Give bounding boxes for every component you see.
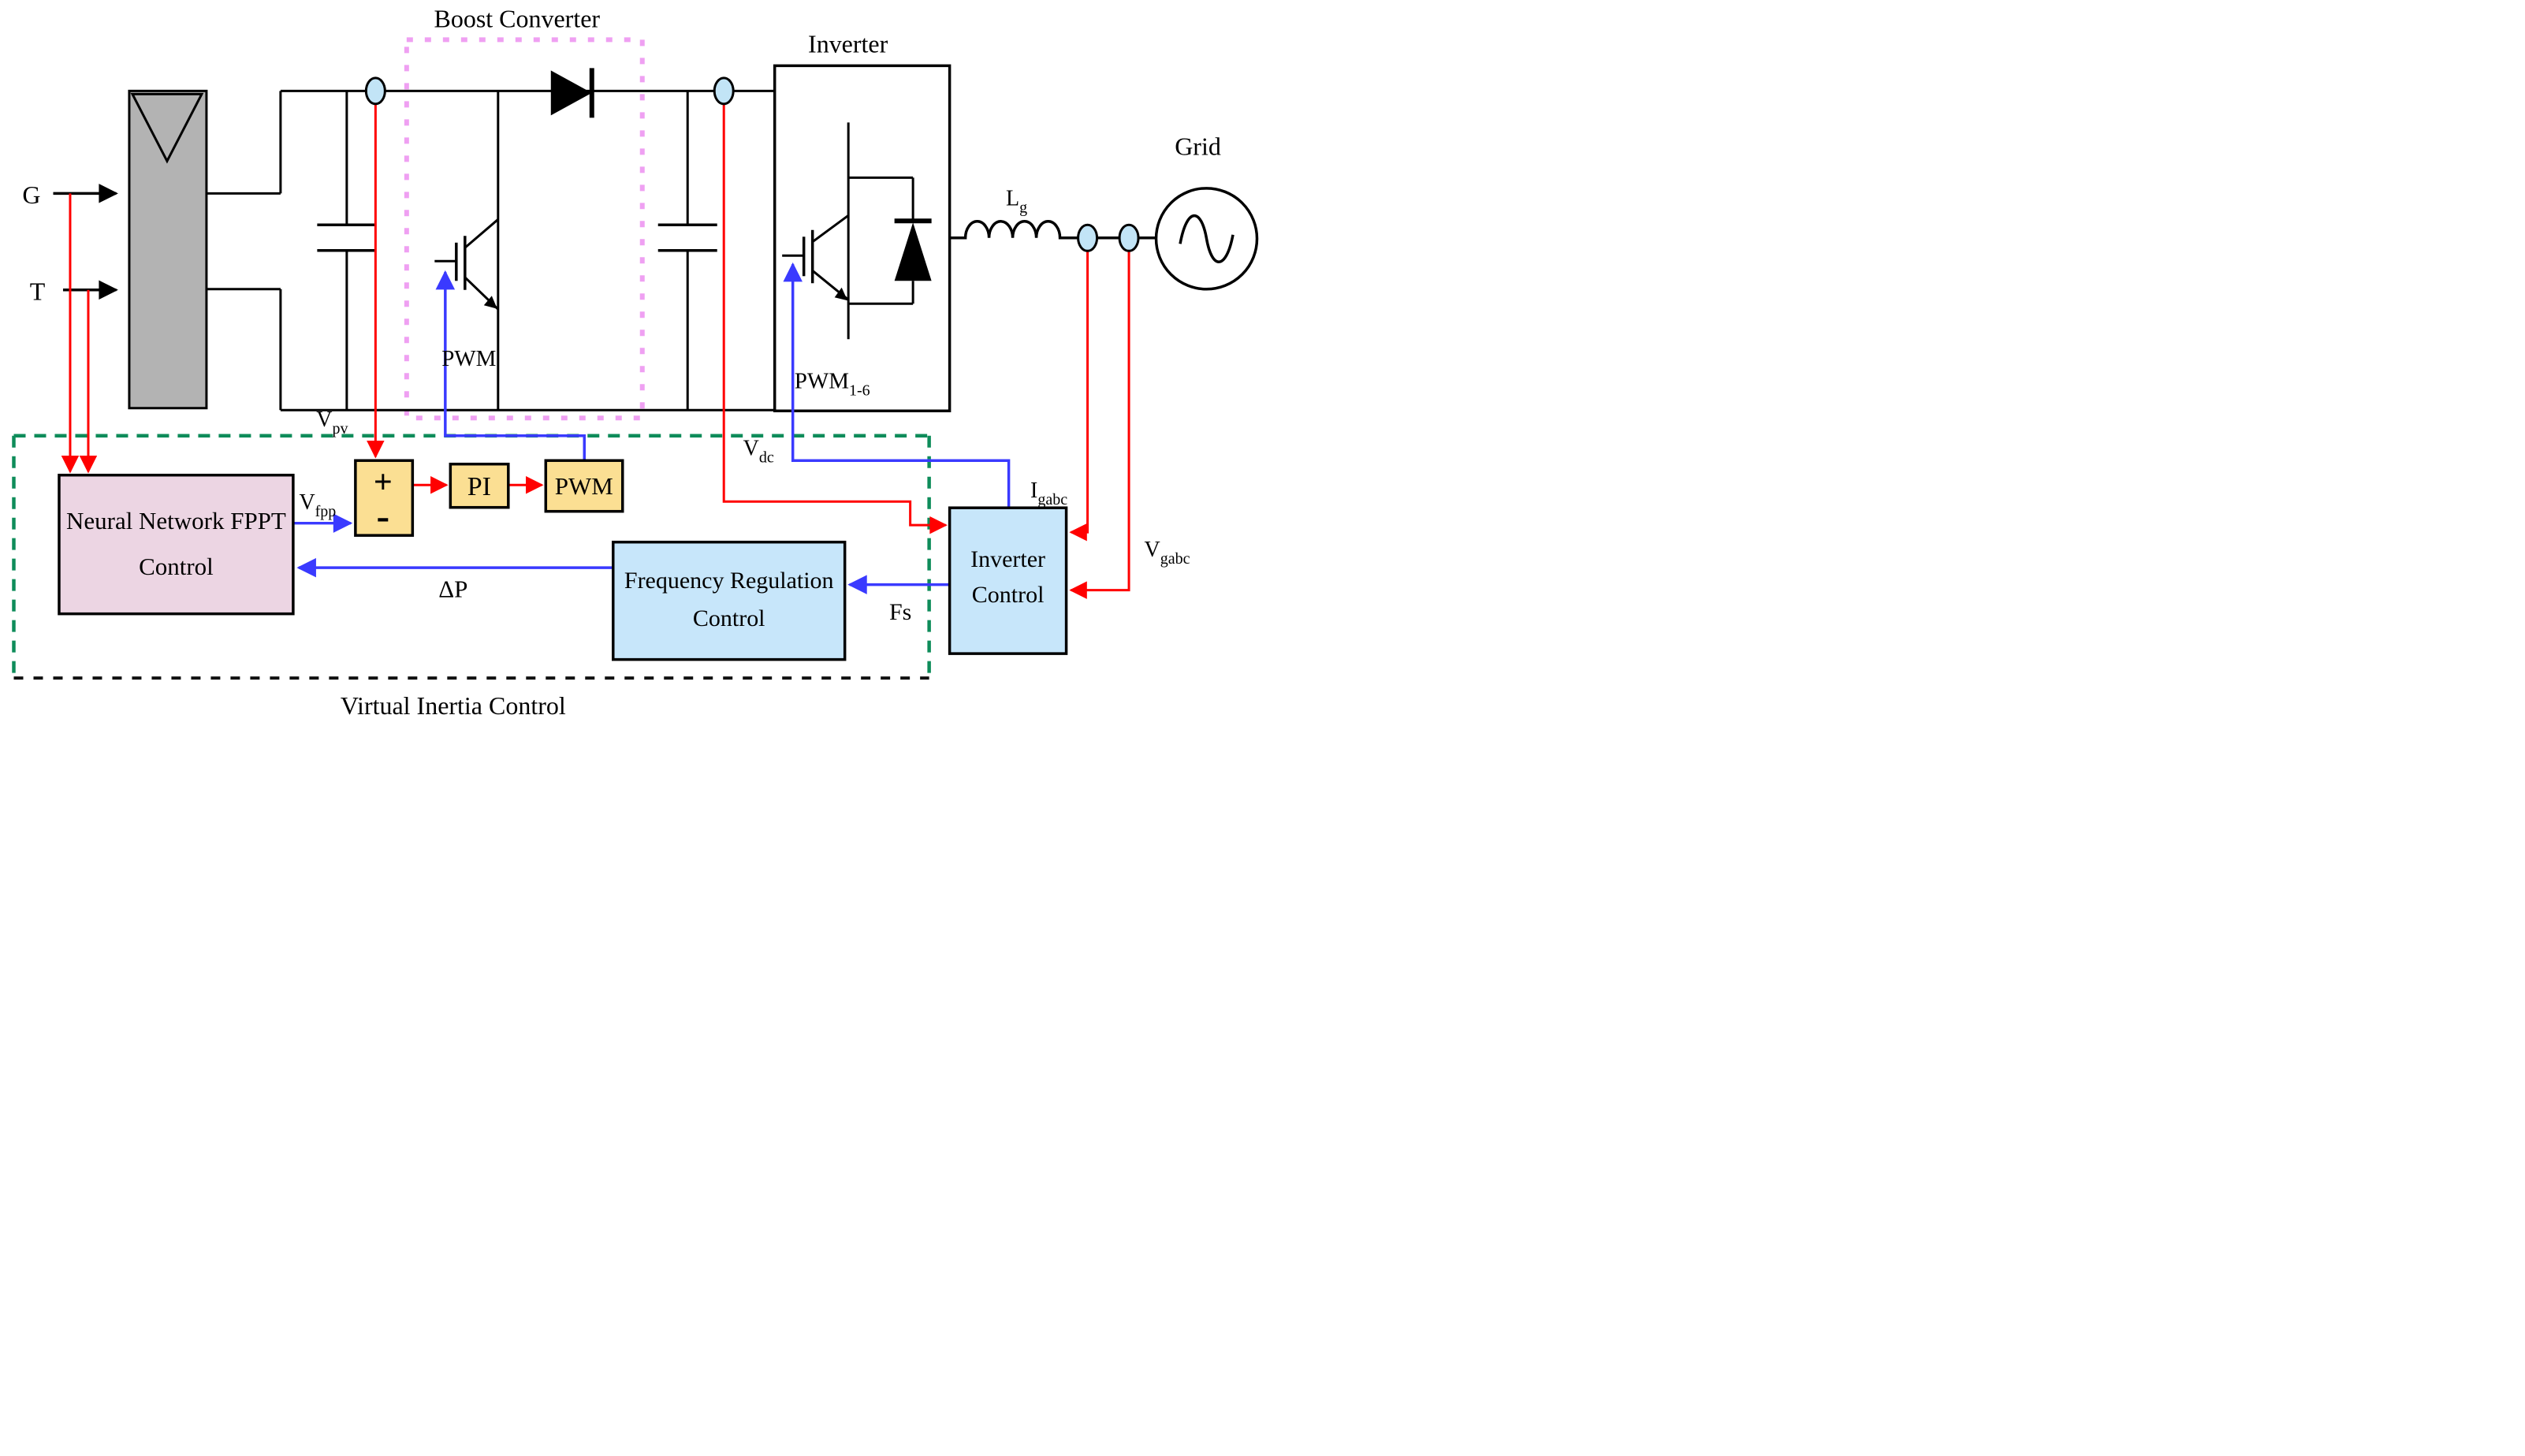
vdc-node-icon — [713, 76, 735, 106]
boost-pwm-gate-label: PWM — [441, 346, 496, 371]
pwm-1-6-label: PWM1-6 — [795, 369, 870, 400]
grid-label: Grid — [1175, 132, 1221, 160]
vdc-label: Vdc — [743, 437, 774, 467]
pv-panel-chevron-icon — [130, 92, 204, 164]
pv-negative-lead — [206, 288, 282, 411]
inverter-pwm-gate-line — [783, 262, 1011, 508]
vgabc-signal-line — [1069, 242, 1130, 599]
delta-p-label: ΔP — [438, 575, 467, 603]
boost-converter-dotted-region — [404, 37, 645, 421]
pv-panel — [128, 89, 208, 410]
frequency-regulation-label-line1: Frequency Regulation — [624, 568, 834, 594]
frequency-regulation-block — [612, 540, 847, 661]
boost-pwm-gate-line — [435, 270, 587, 461]
summing-junction-block — [354, 459, 415, 537]
vfpp-label: Vfpp — [299, 490, 336, 520]
pwm-generator-block — [544, 459, 624, 513]
igabc-label: Igabc — [1030, 479, 1067, 508]
grid-inductor-icon — [949, 220, 1156, 240]
inverter-igbt-icon — [782, 122, 914, 340]
fs-label: Fs — [889, 599, 911, 625]
inverter-control-label-line1: Inverter — [970, 546, 1045, 572]
vgabc-node-icon — [1118, 223, 1140, 252]
dclink-capacitor-icon — [657, 223, 717, 252]
igabc-signal-line — [1069, 242, 1089, 542]
boost-diode-icon — [550, 68, 594, 118]
frequency-regulation-label-line2: Control — [693, 605, 765, 631]
input-capacitor-icon — [317, 223, 377, 252]
pv-positive-lead — [206, 91, 282, 195]
pi-controller-block — [449, 462, 510, 509]
pwm-block-label: PWM — [555, 472, 613, 500]
neural-network-fppt-block — [58, 473, 295, 616]
inverter-diode-icon — [894, 177, 932, 304]
pi-label: PI — [467, 472, 491, 501]
vpv-label: Vpv — [316, 408, 348, 438]
inverter-control-block — [948, 506, 1068, 655]
irradiance-label: G — [22, 181, 40, 209]
inverter-control-label-line2: Control — [972, 582, 1045, 608]
grid-sine-icon — [1179, 214, 1235, 263]
temperature-label: T — [30, 277, 46, 305]
inverter-label: Inverter — [808, 29, 888, 58]
neural-network-label-line2: Control — [139, 553, 214, 580]
summing-minus-label: - — [377, 493, 390, 538]
vdc-signal-line — [722, 98, 948, 534]
boost-converter-label: Boost Converter — [434, 4, 601, 32]
vpv-node-icon — [364, 76, 386, 106]
diagram-canvas: Boost Converter Inverter Grid Virtual In… — [0, 0, 1262, 728]
igabc-node-icon — [1077, 223, 1099, 252]
virtual-inertia-control-label: Virtual Inertia Control — [341, 691, 566, 720]
inverter-box — [773, 64, 952, 412]
lg-label: Lg — [1006, 186, 1027, 216]
summing-plus-label: + — [374, 464, 393, 501]
pv-virtual-inertia-diagram: Boost Converter Inverter Grid Virtual In… — [12, 4, 1259, 720]
boost-igbt-icon — [434, 218, 499, 311]
neural-network-label-line1: Neural Network FPPT — [66, 507, 286, 534]
vgabc-label: Vgabc — [1145, 538, 1190, 568]
